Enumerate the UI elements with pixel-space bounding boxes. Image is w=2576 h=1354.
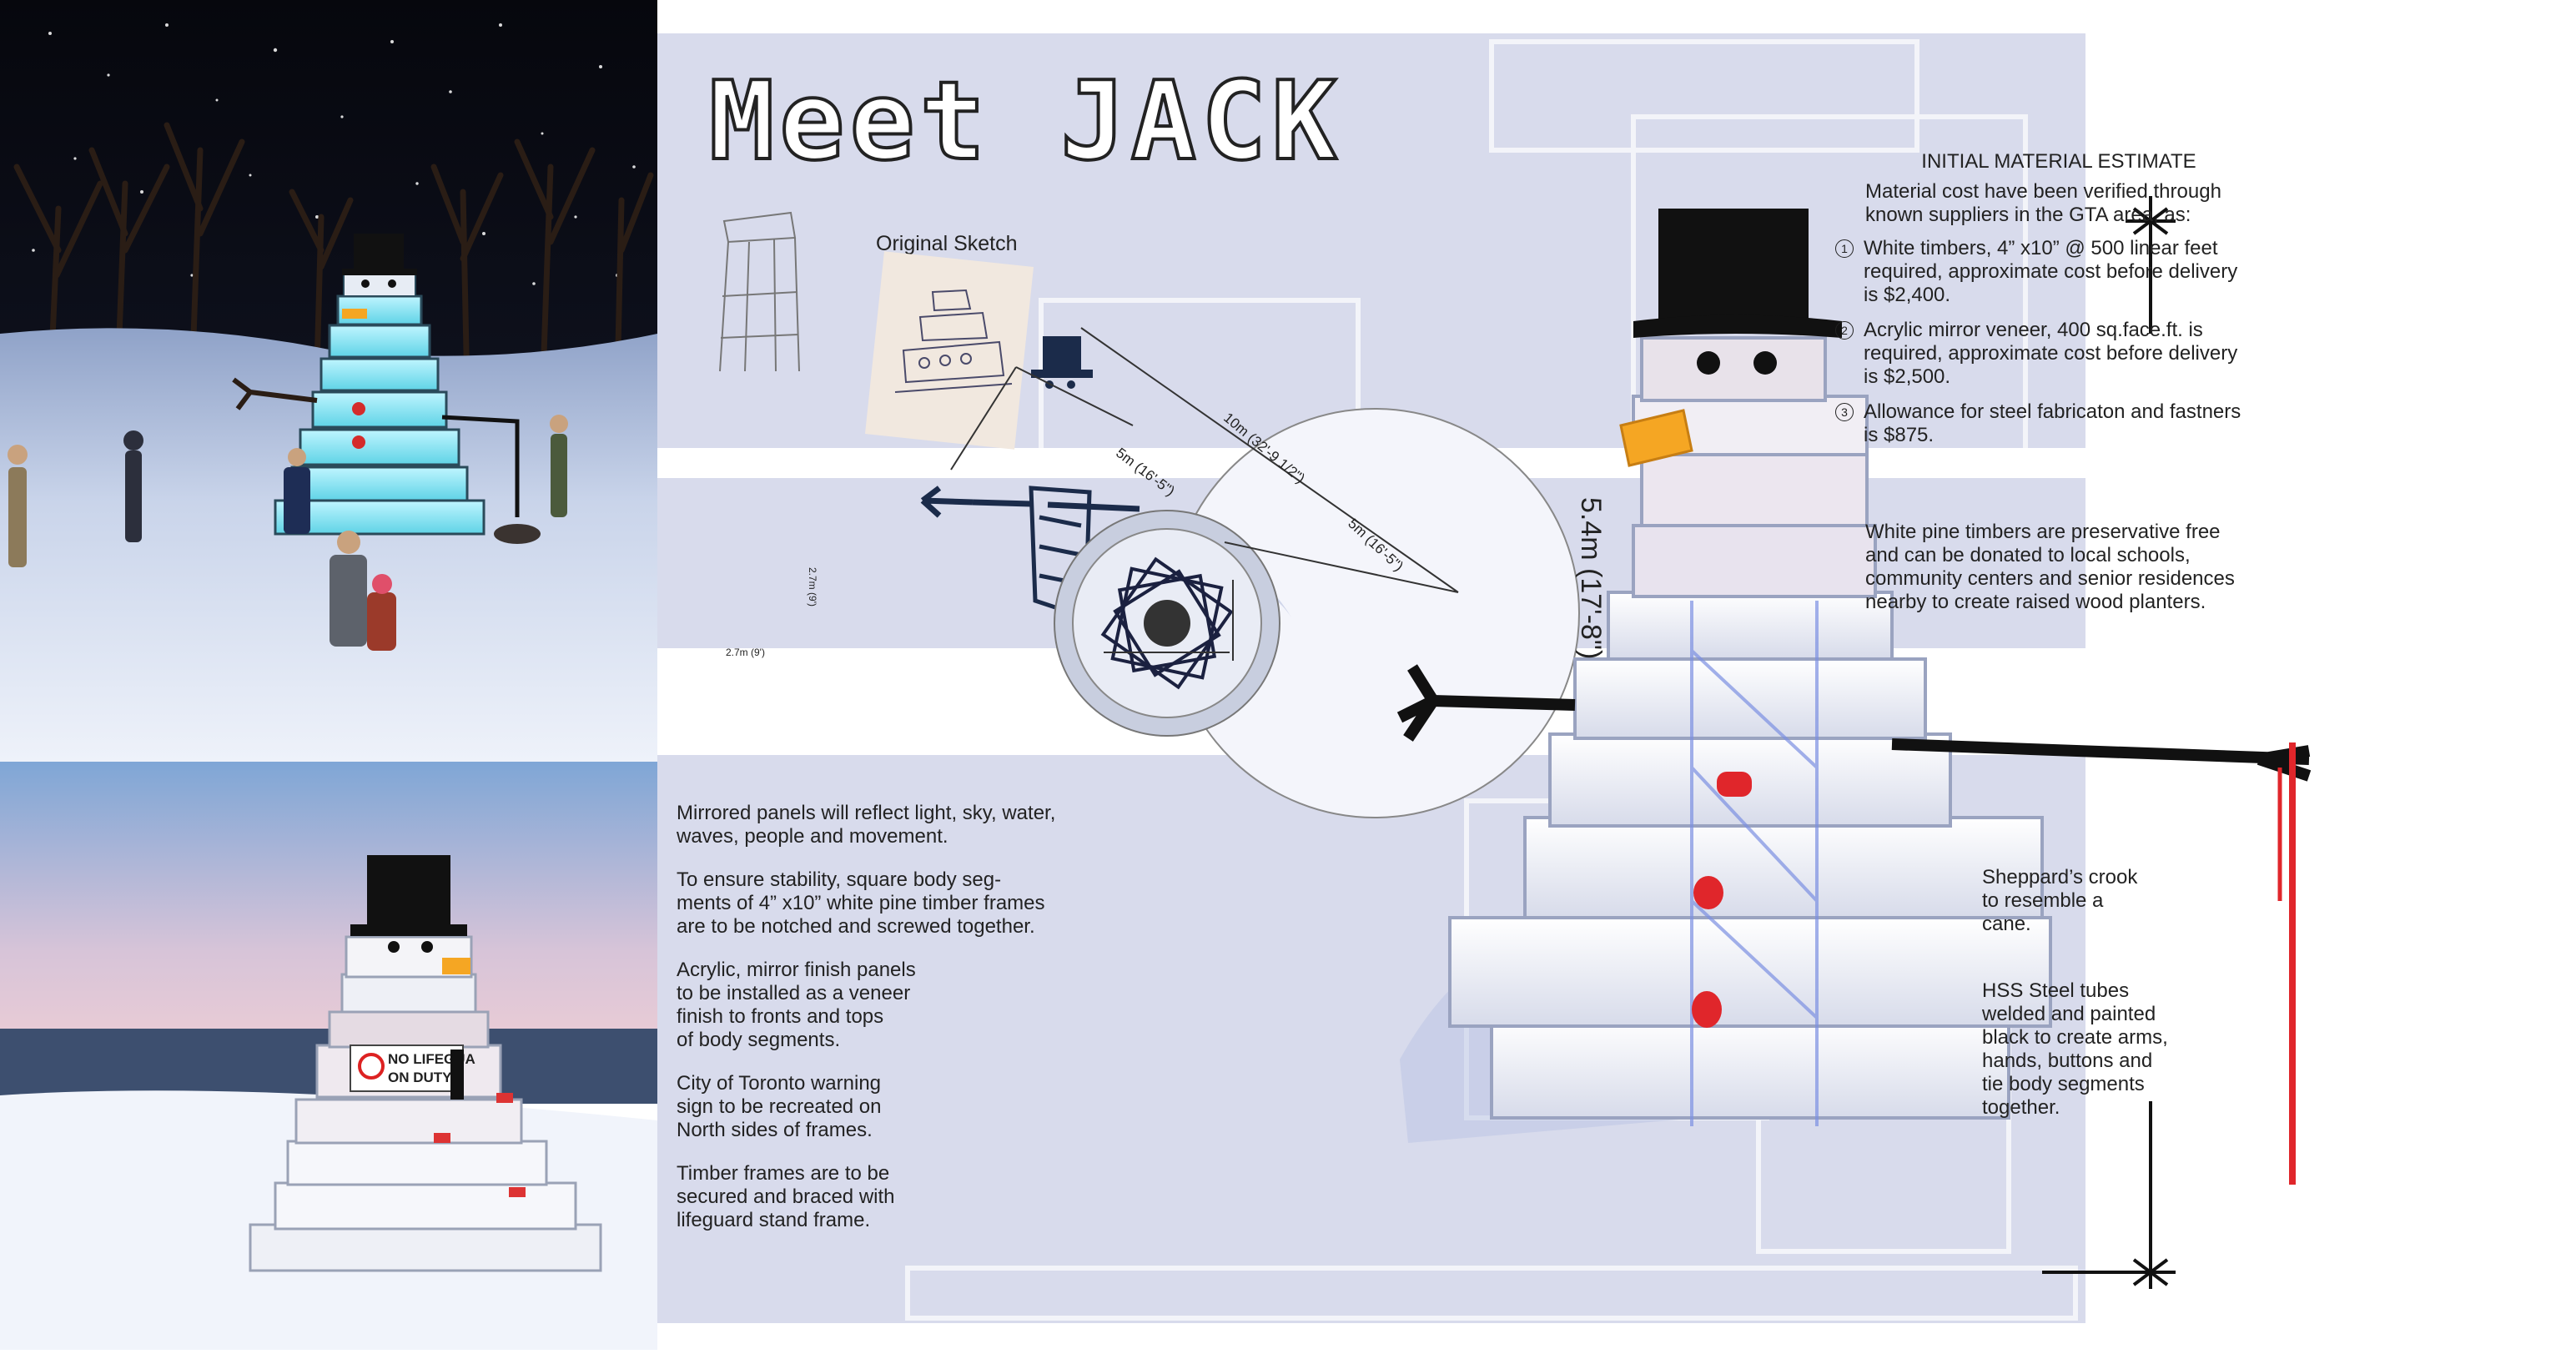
notes-left: Mirrored panels will reflect light, sky,…: [677, 802, 1069, 1252]
snowman-render: [1396, 196, 2312, 1289]
note-paragraph: Sheppard’s crook to resemble a cane.: [1982, 866, 2138, 935]
estimate-item-text: White timbers, 4” x10” @ 500 linear feet…: [1864, 237, 2238, 306]
warning-sign-line2: ON DUTY: [388, 1070, 452, 1085]
night-scene-photo: [0, 0, 657, 762]
note-paragraph: Timber frames are to be secured and brac…: [677, 1162, 895, 1231]
estimate-item-number: 1: [1835, 239, 1854, 258]
material-estimate: INITIAL MATERIAL ESTIMATE Material cost …: [1835, 150, 2252, 459]
note-paragraph: Acrylic, mirror finish panels to be inst…: [677, 959, 916, 1051]
estimate-items: 1 White timbers, 4” x10” @ 500 linear fee…: [1835, 237, 2252, 447]
note-paragraph: HSS Steel tubes welded and painted black…: [1982, 979, 2168, 1119]
plan-dim-inner-bottom: 2.7m (9'): [726, 647, 765, 658]
plan-dim-inner-side: 2.7m (9'): [807, 567, 818, 607]
tower-sketch: [719, 211, 800, 372]
estimate-item-text: Allowance for steel fabricaton and fastn…: [1864, 400, 2241, 446]
note-paragraph: City of Toronto warning sign to be recre…: [677, 1072, 882, 1141]
estimate-item: 2 Acrylic mirror veneer, 400 sq.face.ft. …: [1835, 319, 2252, 389]
estimate-intro: Material cost have been verified through…: [1865, 180, 2221, 226]
note-paragraph: To ensure stability, square body seg- me…: [677, 868, 1045, 938]
estimate-item-text: Acrylic mirror veneer, 400 sq.face.ft. i…: [1864, 319, 2238, 388]
estimate-item-number: 3: [1835, 403, 1854, 421]
page-title: Meet JACK: [707, 58, 1342, 184]
original-sketch-image: [864, 251, 1034, 450]
beach-scene-photo: NO LIFEGUA ON DUTY: [0, 762, 657, 1350]
design-panel: Meet JACK Original Sketch: [657, 33, 2312, 1323]
plan-diagram: [950, 327, 1580, 818]
notes-right: Sheppard’s crook to resemble a cane. HSS …: [1982, 866, 2224, 1163]
estimate-heading: INITIAL MATERIAL ESTIMATE: [1921, 150, 2196, 173]
timber-note: White pine timbers are preservative free…: [1865, 521, 2235, 613]
original-sketch-label: Original Sketch: [876, 232, 1018, 255]
note-paragraph: Mirrored panels will reflect light, sky,…: [677, 802, 1056, 848]
estimate-item-number: 2: [1835, 321, 1854, 340]
estimate-item: 1 White timbers, 4” x10” @ 500 linear fee…: [1835, 237, 2252, 307]
estimate-item: 3 Allowance for steel fabricaton and fast…: [1835, 400, 2252, 447]
height-dimension-label: 5.4m (17'-8"): [1575, 497, 1607, 660]
